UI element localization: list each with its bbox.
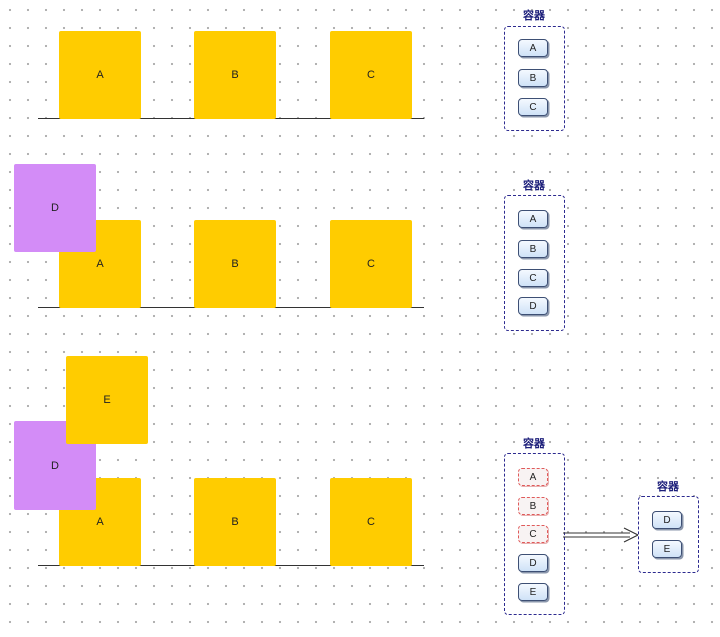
container-3-item-d: D	[518, 554, 548, 572]
container-title-3: 容器	[523, 438, 545, 450]
block-c-row-3: C	[330, 478, 412, 566]
block-a-row-1: A	[59, 31, 141, 119]
block-c-row-2: C	[330, 220, 412, 308]
container-result: D E	[638, 496, 699, 573]
container-result-item-d: D	[652, 511, 682, 529]
block-e-row-3: E	[66, 356, 148, 444]
container-3-item-c-removed: C	[518, 525, 548, 543]
block-b-row-3: B	[194, 478, 276, 566]
container-3-item-b-removed: B	[518, 497, 548, 515]
container-title-1: 容器	[523, 10, 545, 22]
container-2-item-a: A	[518, 210, 548, 228]
container-2: A B C D	[504, 195, 565, 331]
block-d-row-2: D	[14, 164, 96, 252]
container-1-item-b: B	[518, 69, 548, 87]
block-c-row-1: C	[330, 31, 412, 119]
container-1-item-a: A	[518, 39, 548, 57]
container-3-item-a-removed: A	[518, 468, 548, 486]
container-title-2: 容器	[523, 180, 545, 192]
container-2-item-c: C	[518, 269, 548, 287]
container-3-item-e: E	[518, 583, 548, 601]
container-title-result: 容器	[657, 481, 679, 493]
container-result-item-e: E	[652, 540, 682, 558]
block-b-row-2: B	[194, 220, 276, 308]
container-2-item-d: D	[518, 297, 548, 315]
block-b-row-1: B	[194, 31, 276, 119]
container-3: A B C D E	[504, 453, 565, 615]
container-1-item-c: C	[518, 98, 548, 116]
container-2-item-b: B	[518, 240, 548, 258]
container-1: A B C	[504, 26, 565, 131]
